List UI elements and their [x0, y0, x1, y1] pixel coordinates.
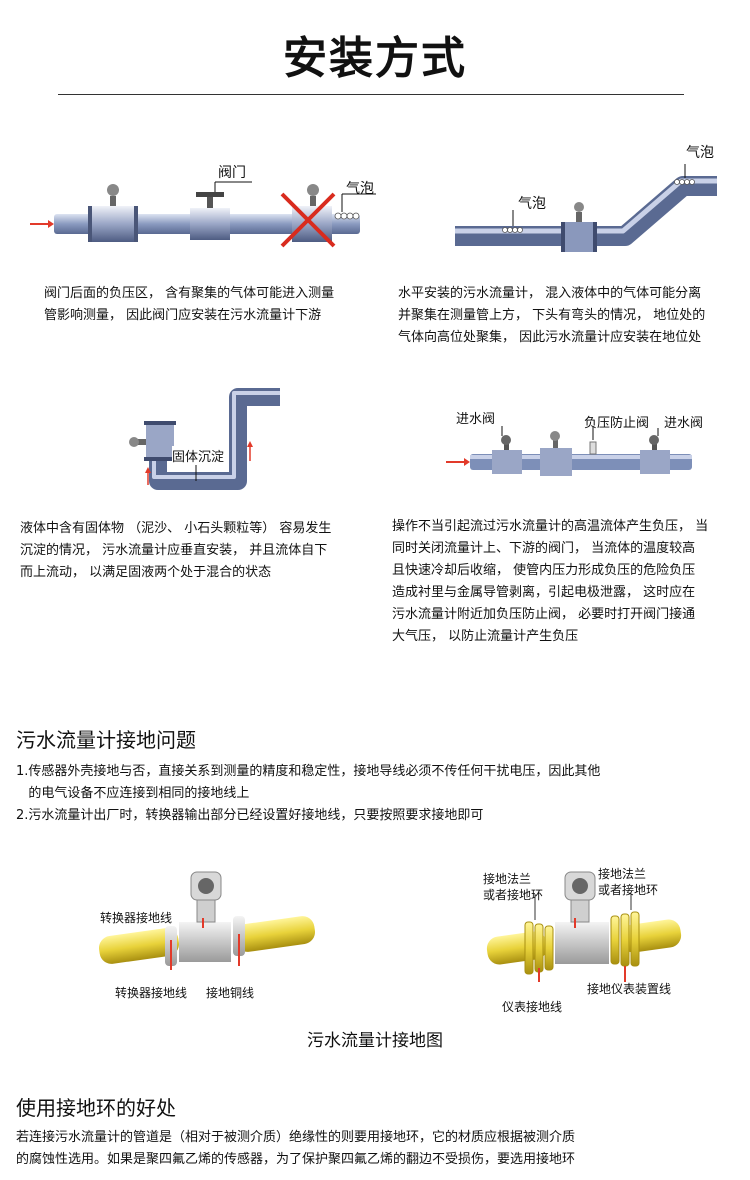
label-solid: 固体沉淀 [172, 446, 225, 465]
label-converter-wire-bottom: 转换器接地线 [115, 986, 188, 1000]
label-bubble-mid: 气泡 [518, 196, 546, 212]
grounding-points: 1.传感器外壳接地与否，直接关系到测量的精度和稳定性，接地导线必须不传任何干扰电… [16, 761, 736, 827]
label-vacuum-valve: 负压防止阀 [584, 416, 650, 431]
ground-ring-right [610, 911, 640, 967]
diagram-valve-downstream [30, 181, 376, 248]
desc-line: 大气压， 以防止流量计产生负压 [392, 629, 579, 644]
label-bubble-top: 气泡 [686, 145, 714, 161]
desc-line: 管影响测量， 因此阀门应安装在污水流量计下游 [44, 308, 322, 323]
grounding-heading: 污水流量计接地问题 [16, 728, 196, 752]
diagram1-description: 阀门后面的负压区， 含有聚集的气体可能进入测量 管影响测量， 因此阀门应安装在污… [44, 283, 374, 327]
desc-line: 水平安装的污水流量计， 混入液体中的气体可能分离 [398, 286, 702, 301]
pipe [149, 388, 280, 490]
label-bubble: 气泡 [346, 181, 374, 197]
sensor-body [555, 922, 609, 964]
diagram-vacuum-protection [446, 426, 692, 476]
ring-heading: 使用接地环的好处 [16, 1096, 176, 1120]
desc-line: 沉淀的情况， 污水流量计应垂直安装， 并且流体自下 [20, 543, 328, 558]
ring-line: 的腐蚀性选用。如果是聚四氟乙烯的传感器，为了保护聚四氟乙烯的翻边不受损伤，要选用… [16, 1152, 576, 1167]
desc-line: 且快速冷却后收缩， 使管内压力形成负压的危险负压 [392, 563, 696, 578]
desc-line: 而上流动， 以满足固液两个处于混合的状态 [20, 565, 272, 580]
inlet-valve-right [640, 450, 670, 474]
grounding-right-diagram [486, 871, 682, 982]
sensor-body [179, 922, 231, 962]
label-device-wire: 接地仪表装置线 [587, 982, 672, 996]
flowmeter [146, 421, 174, 461]
pipe [455, 176, 717, 246]
diagram-vertical-install [129, 388, 280, 490]
flowmeter [90, 206, 136, 242]
diagram2-description: 水平安装的污水流量计， 混入液体中的气体可能分离 并聚集在测量管上方， 下头有弯… [398, 283, 738, 349]
desc-line: 阀门后面的负压区， 含有聚集的气体可能进入测量 [44, 286, 335, 301]
diagram-low-point-install [455, 164, 717, 252]
flowmeter [540, 448, 572, 476]
label-meter-wire: 仪表接地线 [502, 1000, 563, 1014]
pipe-right [234, 916, 316, 952]
ring-line: 若连接污水流量计的管道是（相对于被测介质）绝缘性的则要用接地环，它的材质应根据被… [16, 1130, 576, 1145]
desc-line: 气体向高位处聚集， 因此污水流量计应安装在地位处 [398, 330, 702, 345]
bubbles [502, 179, 695, 233]
diagram3-description: 液体中含有固体物 （泥沙、 小石头颗粒等） 容易发生 沉淀的情况， 污水流量计应… [20, 518, 370, 584]
grounding-point: 的电气设备不应连接到相同的接地线上 [16, 786, 250, 801]
grounding-point: 2.污水流量计出厂时，转换器输出部分已经设置好接地线，只要按照要求接地即可 [16, 808, 484, 823]
grounding-left-diagram [98, 871, 316, 970]
ring-paragraph: 若连接污水流量计的管道是（相对于被测介质）绝缘性的则要用接地环，它的材质应根据被… [16, 1127, 736, 1171]
desc-line: 液体中含有固体物 （泥沙、 小石头颗粒等） 容易发生 [20, 521, 332, 536]
label-valve: 阀门 [218, 165, 246, 181]
ground-ring-left [524, 921, 554, 975]
inlet-valve-left [492, 450, 522, 474]
diagram4-description: 操作不当引起流过污水流量计的高温流体产生负压， 当 同时关闭流量计上、下游的阀门… [392, 516, 737, 648]
desc-line: 并聚集在测量管上方， 下头有弯头的情况， 地位处的 [398, 308, 706, 323]
label-flange-left: 接地法兰 或者接地环 [483, 872, 544, 902]
label-inlet-right: 进水阀 [664, 416, 704, 431]
bubbles [334, 212, 360, 220]
label-inlet-left: 进水阀 [456, 412, 496, 427]
page-title: 安装方式 [283, 33, 467, 84]
desc-line: 污水流量计附近加负压防止阀， 必要时打开阀门接通 [392, 607, 696, 622]
pipe-left [98, 928, 180, 964]
desc-line: 操作不当引起流过污水流量计的高温流体产生负压， 当 [392, 519, 709, 534]
grounding-point: 1.传感器外壳接地与否，直接关系到测量的精度和稳定性，接地导线必须不传任何干扰电… [16, 764, 601, 779]
desc-line: 造成衬里与金属导管剥离，引起电极泄露， 这时应在 [392, 585, 696, 600]
grounding-caption: 污水流量计接地图 [307, 1031, 443, 1051]
desc-line: 同时关闭流量计上、下游的阀门， 当流体的温度较高 [392, 541, 696, 556]
vacuum-valve [589, 441, 597, 455]
flowmeter [563, 222, 595, 252]
title-divider [58, 94, 684, 95]
valve [190, 208, 230, 240]
label-copper-wire: 接地铜线 [206, 986, 255, 1000]
label-converter-wire-top: 转换器接地线 [100, 911, 173, 925]
label-flange-right: 接地法兰 或者接地环 [598, 867, 659, 897]
